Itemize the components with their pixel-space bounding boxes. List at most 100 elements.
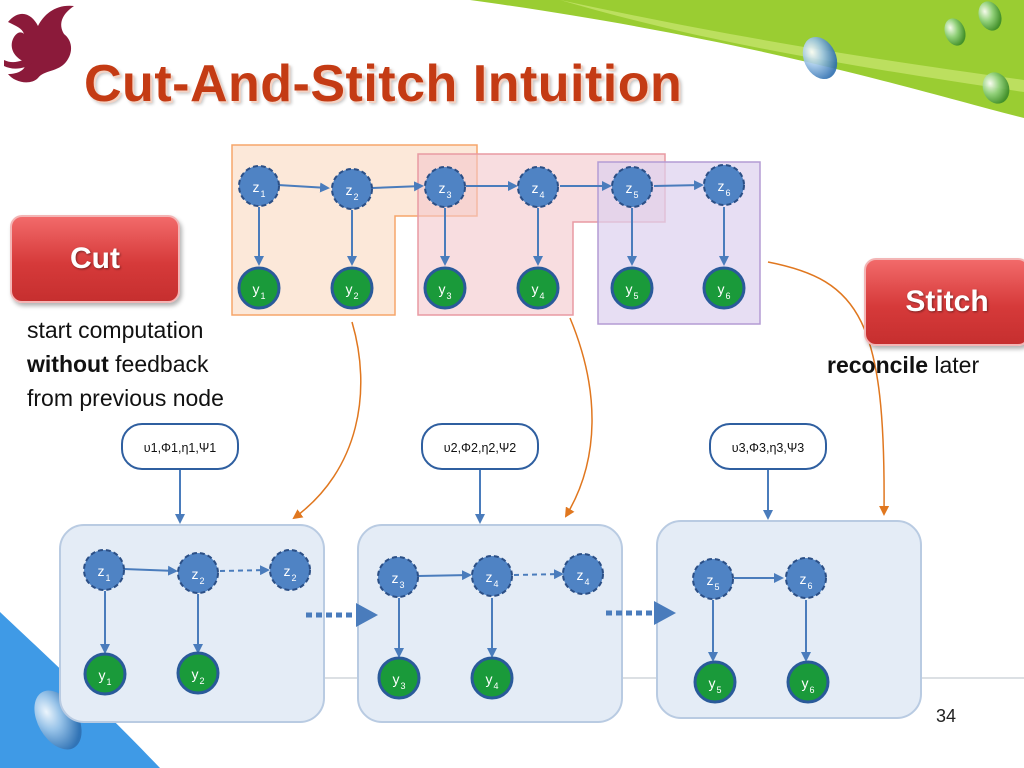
node-subscript: 3 <box>446 190 451 200</box>
top-hidden-node: z 5 <box>611 166 653 208</box>
stitch-button-label: Stitch <box>905 285 989 318</box>
panel-hidden-node: z 4 <box>471 555 513 597</box>
param-label: υ3,Φ3,η3,Ψ3 <box>732 441 804 455</box>
param-to-panel-arrows <box>175 470 773 524</box>
param-box: υ3,Φ3,η3,Ψ3 <box>709 423 827 470</box>
node-letter: z <box>577 567 584 583</box>
top-observed-node: y 2 <box>330 266 374 310</box>
page-number: 34 <box>936 706 957 726</box>
param-box: υ2,Φ2,η2,Ψ2 <box>421 423 539 470</box>
stitch-button[interactable]: Stitch <box>864 258 1024 346</box>
param-label: υ1,Φ1,η1,Ψ1 <box>144 441 216 455</box>
top-observed-node: y 3 <box>423 266 467 310</box>
node-subscript: 6 <box>809 685 814 695</box>
node-subscript: 6 <box>725 188 730 198</box>
panel-hidden-node: z 4 <box>562 553 604 595</box>
node-subscript: 6 <box>807 581 812 591</box>
node-subscript: 5 <box>633 291 638 301</box>
node-subscript: 5 <box>716 685 721 695</box>
panel-hidden-node: z 3 <box>377 556 419 598</box>
node-subscript: 4 <box>584 577 589 587</box>
node-subscript: 2 <box>199 576 204 586</box>
node-letter: y <box>486 671 493 687</box>
node-letter: z <box>253 179 260 195</box>
node-subscript: 3 <box>399 580 404 590</box>
node-subscript: 1 <box>106 677 111 687</box>
node-subscript: 2 <box>353 192 358 202</box>
panel-observed-node: y 5 <box>693 660 737 704</box>
node-letter: y <box>626 281 633 297</box>
cut-caption-line1: start computation <box>27 317 204 343</box>
top-observed-node: y 1 <box>237 266 281 310</box>
dragon-logo-icon <box>4 5 74 83</box>
top-hidden-node: z 3 <box>424 166 466 208</box>
panel-hidden-node: z 1 <box>83 549 125 591</box>
node-letter: z <box>486 569 493 585</box>
panel-observed-node: y 3 <box>377 656 421 700</box>
node-letter: y <box>709 675 716 691</box>
top-hidden-node: z 2 <box>331 168 373 210</box>
node-subscript: 2 <box>199 676 204 686</box>
top-observed-node: y 4 <box>516 266 560 310</box>
top-hidden-node: z 1 <box>238 165 280 207</box>
cut-caption-line2: without feedback <box>27 347 297 381</box>
panel-hidden-node: z 2 <box>177 552 219 594</box>
param-box: υ1,Φ1,η1,Ψ1 <box>121 423 239 470</box>
node-subscript: 6 <box>725 291 730 301</box>
panel-observed-node: y 2 <box>176 651 220 695</box>
node-letter: z <box>532 180 539 196</box>
cut-button[interactable]: Cut <box>10 215 180 303</box>
panel-observed-node: y 6 <box>786 660 830 704</box>
node-subscript: 5 <box>714 582 719 592</box>
node-subscript: 4 <box>493 681 498 691</box>
cut-to-panel-arrows <box>292 261 890 520</box>
green-corner-swoosh <box>470 0 1024 118</box>
node-subscript: 4 <box>539 291 544 301</box>
node-subscript: 2 <box>291 573 296 583</box>
node-subscript: 3 <box>400 681 405 691</box>
top-observed-node: y 6 <box>702 266 746 310</box>
node-letter: z <box>392 570 399 586</box>
param-label: υ2,Φ2,η2,Ψ2 <box>444 441 516 455</box>
cut-button-label: Cut <box>70 242 120 275</box>
cut-caption: start computation without feedback from … <box>27 313 297 415</box>
node-letter: z <box>800 571 807 587</box>
node-subscript: 3 <box>446 291 451 301</box>
node-letter: y <box>532 281 539 297</box>
node-subscript: 4 <box>493 579 498 589</box>
panel-flow-arrow <box>606 601 676 625</box>
node-letter: z <box>346 182 353 198</box>
cut-caption-bold: without <box>27 351 109 377</box>
cut-caption-line2-rest: feedback <box>108 351 209 377</box>
panel-hidden-node: z 5 <box>692 558 734 600</box>
node-letter: y <box>393 671 400 687</box>
node-letter: y <box>99 667 106 683</box>
stitch-caption: reconcile later <box>827 348 979 382</box>
node-letter: y <box>192 666 199 682</box>
cut-caption-line3: from previous node <box>27 385 224 411</box>
node-subscript: 1 <box>260 291 265 301</box>
node-subscript: 1 <box>105 573 110 583</box>
green-swoosh-highlight <box>560 0 1024 92</box>
node-letter: y <box>439 281 446 297</box>
panel-edges <box>100 565 811 662</box>
slide-title: Cut-And-Stitch Intuition <box>84 55 683 113</box>
node-subscript: 4 <box>539 190 544 200</box>
panel-hidden-node: z 2 <box>269 549 311 591</box>
stitch-caption-bold: reconcile <box>827 352 928 378</box>
node-letter: z <box>192 566 199 582</box>
node-subscript: 2 <box>353 291 358 301</box>
panel-observed-node: y 4 <box>470 656 514 700</box>
node-letter: z <box>98 563 105 579</box>
node-letter: y <box>718 281 725 297</box>
panel-hidden-node: z 6 <box>785 557 827 599</box>
panel-observed-node: y 1 <box>83 652 127 696</box>
top-hidden-node: z 4 <box>517 166 559 208</box>
top-observed-node: y 5 <box>610 266 654 310</box>
panel-flow-arrow <box>306 603 378 627</box>
stitch-caption-rest: later <box>928 352 980 378</box>
node-letter: y <box>253 281 260 297</box>
node-subscript: 5 <box>633 190 638 200</box>
node-subscript: 1 <box>260 189 265 199</box>
